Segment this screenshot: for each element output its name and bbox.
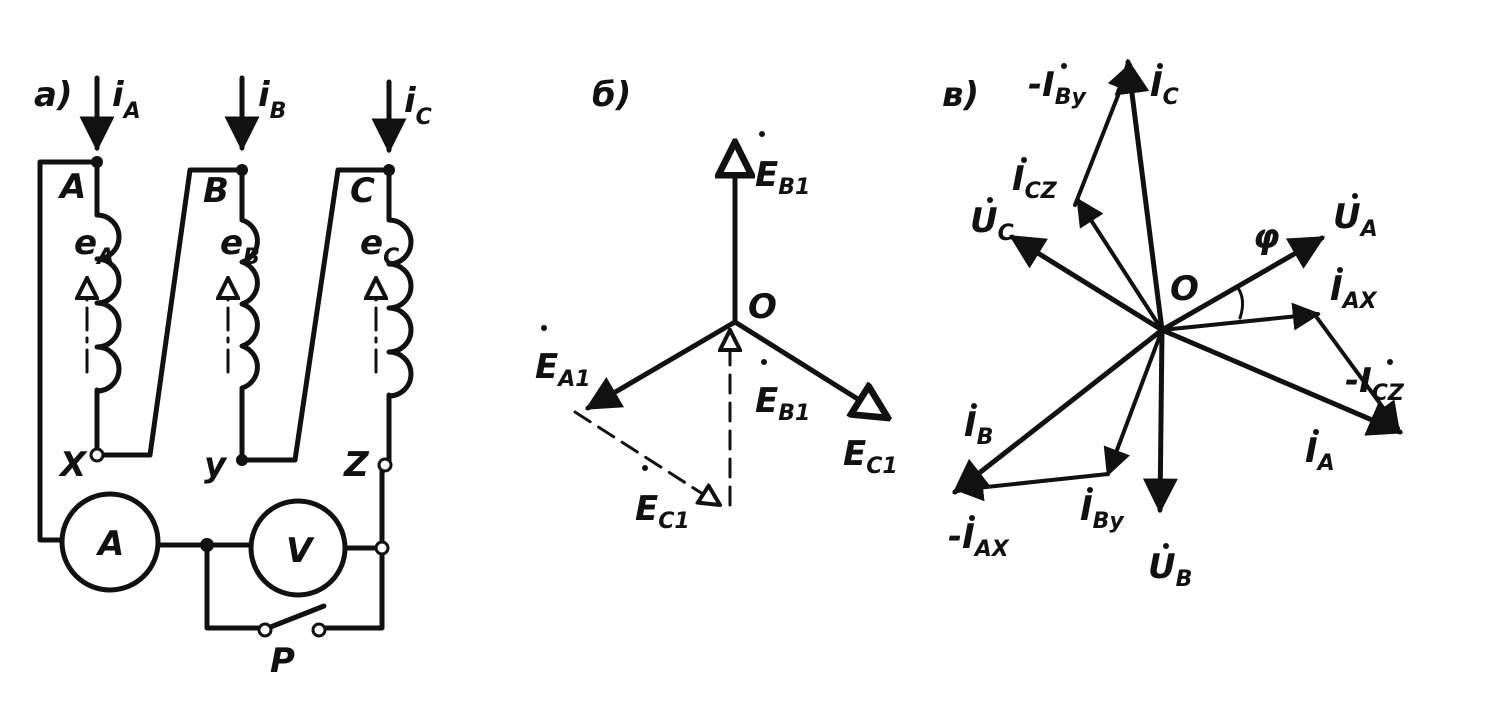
panel-a-label: a): [34, 75, 72, 115]
node-z: [377, 457, 393, 473]
ammeter-circle: [59, 491, 161, 593]
switch-contact-left: [257, 622, 273, 638]
vector-iax: [1160, 302, 1321, 332]
angle-label: φ: [1253, 217, 1280, 257]
terminal-label-c: C: [350, 171, 375, 211]
vector-icz: [1076, 197, 1164, 332]
emf-label-c: eC: [360, 223, 399, 270]
current-label-a: iA: [112, 75, 141, 124]
angle-arc: [1236, 286, 1245, 320]
terminal-label-y: y: [204, 445, 228, 485]
overdot: [761, 359, 767, 365]
wire-y-to-c: [239, 167, 392, 463]
vector-minus-icz: [1313, 313, 1400, 431]
overdot: [759, 131, 765, 137]
wire-switch-left: [204, 542, 268, 631]
vector-ic: [1114, 58, 1165, 333]
label-ua: UA: [1333, 197, 1378, 242]
wire-left-loop: [37, 159, 100, 543]
node-y: [236, 454, 248, 466]
overdot: [971, 403, 977, 409]
wire-v-to-z: [319, 545, 385, 631]
overdot: [642, 465, 648, 471]
overdot: [1352, 193, 1358, 199]
switch-contact-right: [311, 622, 327, 638]
label-minus-iax: -IAX: [948, 517, 1010, 562]
panel-c-phasors: в) φ O -IBy IC ICZ UC UA IAX -ICZ IA IB …: [942, 58, 1405, 592]
label-eb1-mid: EB1: [755, 381, 810, 426]
label-ib: IB: [964, 405, 993, 450]
overdot: [1337, 267, 1343, 273]
overdot: [541, 325, 547, 331]
panel-b-label: б): [592, 75, 631, 115]
label-ic: IC: [1150, 65, 1179, 110]
voltmeter-circle: [248, 498, 348, 598]
label-iby: IBy: [1080, 489, 1125, 534]
ammeter-label: A: [95, 524, 124, 564]
vector-ec1-dashed: [573, 410, 720, 505]
vector-ia: [1159, 327, 1404, 436]
emf-label-a: eA: [74, 223, 114, 270]
origin-label-c: O: [1170, 269, 1199, 309]
label-ec1: EC1: [843, 434, 898, 479]
node-b: [236, 164, 248, 176]
overdot: [1313, 429, 1319, 435]
terminal-label-x: X: [58, 445, 88, 485]
label-ia: IA: [1305, 431, 1335, 476]
voltmeter-label: V: [286, 531, 315, 571]
overdot: [1021, 157, 1027, 163]
label-minus-iby: -IBy: [1028, 65, 1088, 110]
wire-x-to-b: [94, 167, 245, 458]
current-label-c: iC: [404, 81, 432, 130]
emf-label-b: eB: [220, 223, 260, 270]
overdot: [1087, 487, 1093, 493]
label-minus-icz: -ICZ: [1345, 361, 1405, 406]
panel-b-emf-phasors: б) O EB1 EA1 EC1 EB1 EC1: [535, 75, 898, 534]
node-a: [91, 156, 103, 168]
switch-label: P: [270, 641, 295, 681]
coil-c: [386, 217, 414, 399]
vector-ua: [1159, 235, 1326, 333]
overdot: [987, 197, 993, 203]
terminal-label-a: A: [57, 167, 86, 207]
vector-iby: [1103, 328, 1164, 477]
overdot: [1387, 359, 1393, 365]
node-mid: [200, 538, 214, 552]
label-ec1-bottom: EC1: [635, 489, 690, 534]
terminal-label-z: Z: [343, 445, 370, 485]
overdot: [850, 409, 856, 415]
switch-blade: [265, 603, 327, 631]
vector-ec1: [732, 319, 888, 418]
overdot: [1061, 63, 1067, 69]
vector-ea1: [584, 319, 738, 411]
label-ea1: EA1: [535, 347, 591, 392]
label-uc: UC: [970, 201, 1014, 246]
node-right: [374, 540, 390, 556]
vector-ub: [1142, 327, 1178, 514]
panel-c-label: в): [942, 75, 979, 115]
node-x: [89, 447, 105, 463]
coil-a: [94, 212, 122, 394]
vector-minus-iax: [955, 472, 1110, 502]
panel-a-circuit: a) iA iB iC: [34, 75, 432, 681]
vector-uc: [1009, 234, 1165, 333]
current-label-b: iB: [258, 75, 286, 124]
node-c: [383, 164, 395, 176]
vector-ib: [952, 327, 1165, 495]
vector-minus-iby: [1073, 62, 1134, 207]
label-ub: UB: [1148, 547, 1192, 592]
overdot: [1163, 543, 1169, 549]
label-eb1-top: EB1: [755, 155, 810, 200]
origin-label-b: O: [748, 287, 777, 327]
coil-b: [239, 217, 260, 391]
label-iax: IAX: [1330, 269, 1378, 314]
overdot: [969, 515, 975, 521]
terminal-label-b: B: [203, 171, 229, 211]
label-icz: ICZ: [1012, 159, 1058, 204]
overdot: [1157, 63, 1163, 69]
